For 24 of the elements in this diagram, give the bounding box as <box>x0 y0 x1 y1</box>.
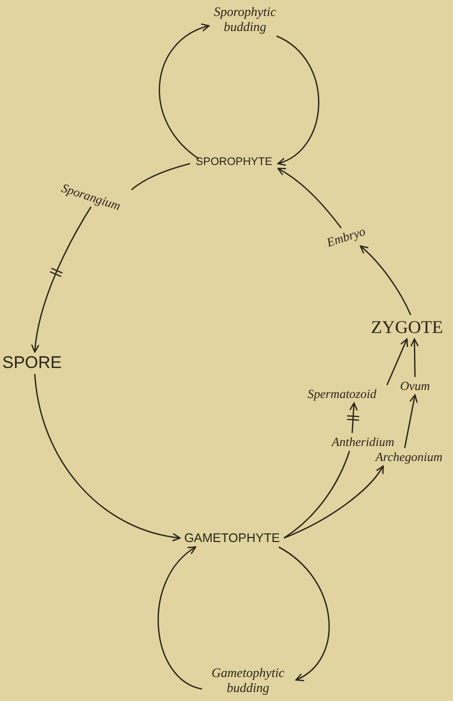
arrow <box>349 402 358 434</box>
stage-label: Embryo <box>324 223 368 252</box>
stage-label: SPORE <box>2 352 62 374</box>
arrow <box>31 206 92 353</box>
stage-label: Gametophytic budding <box>210 665 286 695</box>
arrow <box>404 394 418 448</box>
stage-label: Archegonium <box>376 449 442 466</box>
arrow <box>386 338 408 386</box>
arrow <box>277 168 342 228</box>
arrow <box>410 338 419 378</box>
stage-label: GAMETOPHYTE <box>184 530 280 547</box>
stage-label: SPOROPHYTE <box>196 155 272 170</box>
arrow <box>360 245 412 316</box>
stage-label: Spermatozoid <box>308 386 376 403</box>
stage-label: ZYGOTE <box>371 316 443 339</box>
arrow <box>158 546 202 690</box>
stage-label: Antheridium <box>332 434 394 451</box>
arrow <box>159 24 210 160</box>
arrow <box>34 374 181 541</box>
stage-label: Ovum <box>400 378 430 395</box>
stage-label: Sporophytic budding <box>212 4 278 34</box>
arrow <box>278 546 330 681</box>
arrow <box>284 465 384 539</box>
arrow <box>276 35 320 165</box>
